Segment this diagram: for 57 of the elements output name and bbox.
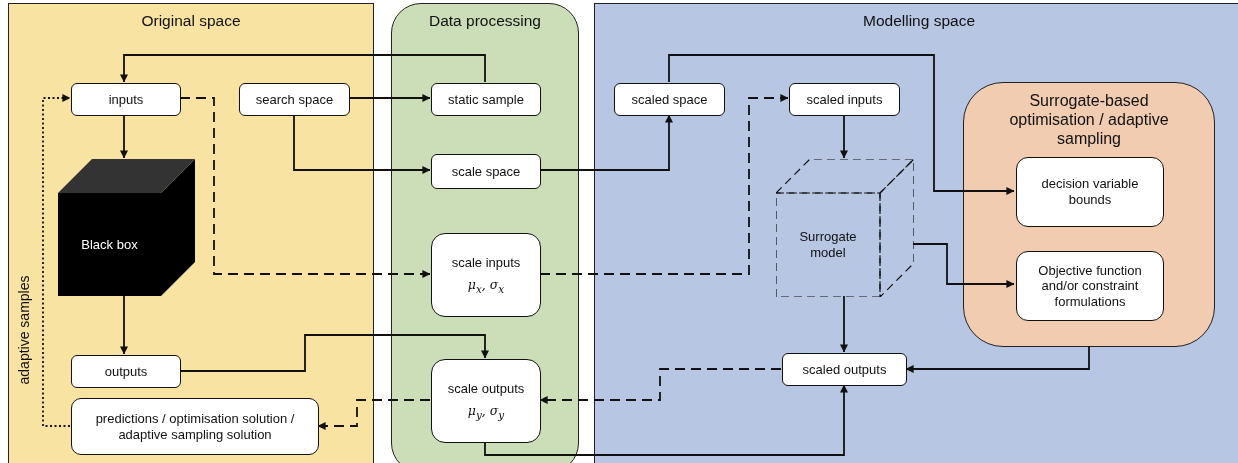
panel-title: Original space [140, 12, 242, 30]
panel-title: Surrogate-based optimisation / adaptive sampling [1008, 91, 1170, 149]
arrow [120, 294, 128, 355]
process-box [71, 398, 319, 455]
arrow [293, 114, 431, 174]
box-label: static sample [448, 91, 524, 108]
box-label: search space [255, 91, 334, 108]
arrow [668, 54, 1015, 195]
region-panel [594, 3, 1238, 463]
panel-title: Modelling space [862, 12, 976, 30]
parameter-label: μ$_{y}$, σ$_{y}$ [467, 402, 505, 421]
region-panel [8, 3, 374, 463]
panel-title: Data processing [428, 12, 542, 30]
process-box [431, 233, 541, 317]
edge-label: adaptive samples [16, 273, 33, 387]
box-label: Objective function and/or constraint formulations [1037, 262, 1143, 310]
group-panel [963, 82, 1215, 347]
box-label: outputs [104, 363, 148, 380]
box-label: scaled outputs [802, 361, 887, 378]
process-box [71, 83, 181, 116]
arrow [120, 114, 128, 159]
arrow [42, 94, 71, 427]
arrow [317, 399, 431, 430]
region-panel [391, 3, 579, 463]
box-label: Surrogate model [798, 229, 858, 261]
process-box [431, 154, 541, 189]
arrow [539, 114, 673, 171]
process-box [71, 355, 181, 388]
process-box [239, 83, 350, 116]
process-box [431, 359, 541, 443]
box-label: predictions / optimisation solution / adaptive sampling solution [94, 410, 296, 443]
arrow [348, 94, 431, 102]
box-label: scale outputs [447, 381, 525, 397]
arrow [840, 114, 848, 159]
arrow [120, 54, 486, 83]
process-box [1016, 251, 1164, 321]
box-label: scale inputs [451, 255, 521, 271]
box-label: scaled inputs [806, 91, 883, 108]
box-label: inputs [108, 91, 144, 108]
arrow [179, 97, 431, 278]
arrow [539, 94, 789, 275]
box-label: scale space [451, 163, 521, 180]
process-box [1016, 157, 1164, 227]
arrow [840, 295, 848, 353]
arrow [539, 368, 782, 404]
process-box [431, 83, 541, 116]
arrow [484, 384, 848, 456]
process-box [789, 83, 900, 116]
process-box [782, 353, 907, 386]
arrow [179, 334, 489, 372]
arrow [912, 243, 1015, 288]
parameter-label: μ$_{x}$, σ$_{x}$ [467, 276, 505, 295]
box-label: Black box [80, 236, 139, 253]
process-box [614, 83, 725, 116]
arrow [905, 345, 1090, 373]
box-label: decision variable bounds [1040, 176, 1140, 208]
box-label: scaled space [631, 91, 708, 108]
